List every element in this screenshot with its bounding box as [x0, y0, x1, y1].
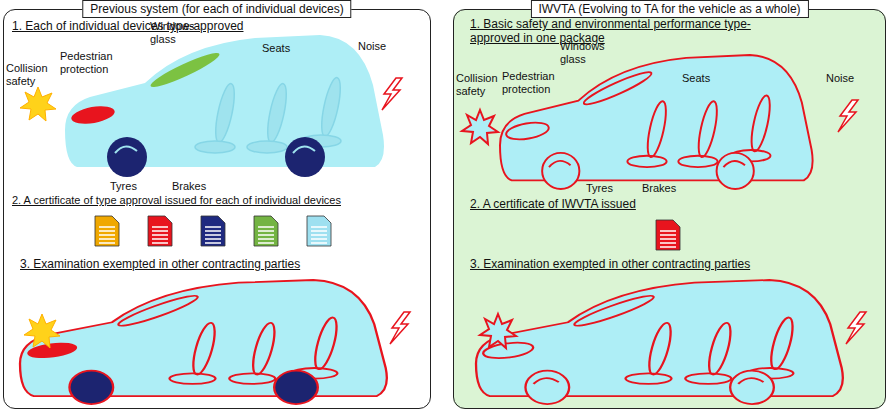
certificate	[95, 216, 119, 246]
certificate	[656, 220, 680, 250]
part-label: Noise	[826, 72, 854, 85]
collision-star	[480, 314, 516, 348]
brake	[534, 378, 559, 384]
noise-bolt	[838, 100, 858, 132]
certificate	[307, 216, 331, 246]
tyre	[525, 371, 569, 404]
certificate-lines	[152, 227, 168, 243]
tyre	[274, 371, 318, 404]
part-label: Tyres	[586, 182, 613, 195]
certificate	[201, 216, 225, 246]
part-label: Collision safety	[456, 72, 502, 97]
certificates	[95, 216, 331, 246]
step-text: 2. A certificate of type approval issued…	[12, 194, 341, 207]
part-label: Tyres	[110, 180, 137, 193]
step-text: 3. Examination exempted in other contrac…	[470, 258, 750, 272]
car-devices	[65, 35, 384, 177]
part-label: Noise	[358, 40, 386, 53]
window-glass	[148, 49, 222, 92]
part-label: Pedestrian protection	[60, 50, 140, 75]
seats	[626, 316, 797, 384]
certificate-lines	[205, 227, 221, 243]
part-label: Seats	[682, 72, 710, 85]
panel-heading: Previous system (for each of individual …	[82, 0, 351, 18]
car-package	[500, 55, 813, 189]
part-label: Pedestrian protection	[502, 70, 582, 95]
noise-bolt	[390, 312, 410, 344]
pedestrian-part	[505, 120, 550, 142]
car-exempted	[476, 280, 843, 404]
part-label: Brakes	[172, 180, 206, 193]
tyre	[717, 153, 754, 189]
seats	[170, 316, 341, 384]
brake	[115, 146, 137, 153]
noise-bolt	[382, 78, 402, 110]
collision-star	[20, 87, 56, 121]
certificate	[254, 216, 278, 246]
step-text: 1. Each of individual devices type-appro…	[12, 20, 243, 34]
certificate-lines	[99, 227, 115, 243]
brake	[738, 378, 763, 384]
noise-bolt	[846, 312, 866, 344]
certificate-lines	[258, 227, 274, 243]
seats	[195, 76, 344, 153]
certificate	[656, 220, 680, 250]
certificate-lines	[660, 231, 676, 247]
window-glass	[581, 68, 653, 109]
part-label: Collision safety	[6, 62, 56, 87]
tyre	[107, 137, 147, 177]
panel-ground	[453, 9, 886, 409]
part-label: Windows glass	[150, 20, 205, 45]
window-glass	[115, 292, 200, 330]
step-text: 1. Basic safety and environmental perfor…	[470, 18, 790, 46]
brake	[293, 146, 315, 153]
collision-star	[462, 110, 498, 144]
brake	[723, 161, 745, 167]
tyre	[69, 371, 113, 404]
certificate	[148, 216, 172, 246]
brake	[549, 161, 571, 167]
seats	[627, 94, 773, 167]
panel-heading: IWVTA (Evolving to TA for the vehicle as…	[530, 0, 808, 18]
step-text: 2. A certificate of IWVTA issued	[470, 198, 636, 212]
part-label: Brakes	[642, 182, 676, 195]
tyre	[542, 153, 579, 189]
part-label: Windows glass	[560, 40, 615, 65]
collision-star	[24, 314, 60, 348]
tyre	[730, 371, 774, 404]
tyre	[285, 137, 325, 177]
car-exempted	[20, 280, 387, 404]
step-text: 3. Examination exempted in other contrac…	[20, 258, 300, 272]
certificate-lines	[311, 227, 327, 243]
window-glass	[571, 292, 656, 330]
pedestrian-part	[70, 103, 116, 126]
part-label: Seats	[262, 42, 290, 55]
